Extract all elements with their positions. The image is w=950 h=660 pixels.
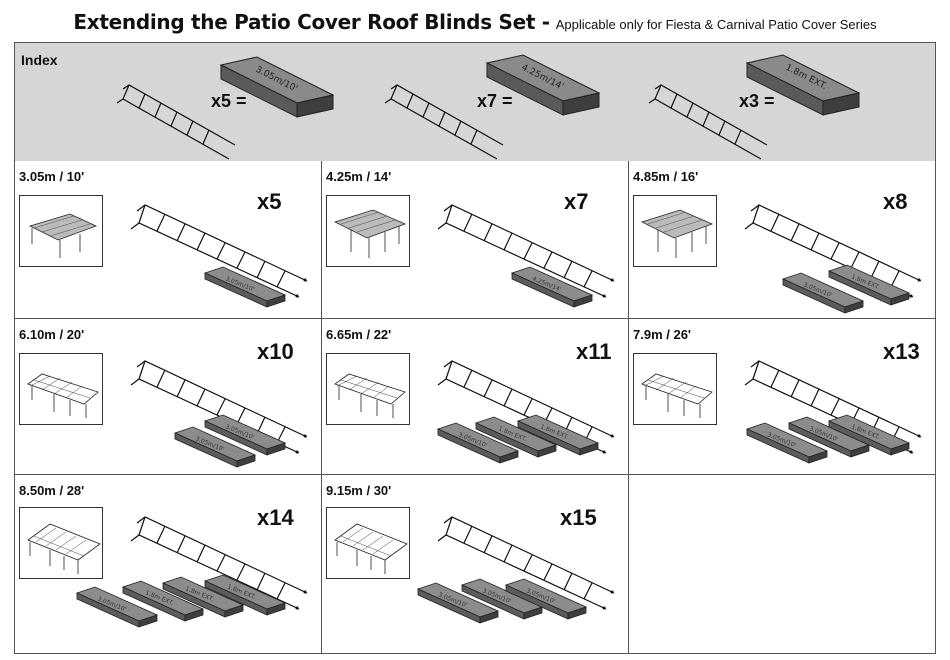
- size-label: 6.10m / 20': [19, 327, 85, 342]
- beam-icon: 3.05m/10': [782, 272, 864, 314]
- beam-icon: 3.05m/10': [204, 266, 286, 308]
- title-main: Extending the Patio Cover Roof Blinds Se…: [73, 10, 550, 34]
- index-multiplier: x5 =: [211, 91, 247, 111]
- patio-thumbnail: [19, 353, 103, 425]
- multiplier: x14: [257, 505, 294, 530]
- size-label: 6.65m / 22': [326, 327, 392, 342]
- multiplier: x8: [883, 189, 908, 214]
- patio-thumbnail: [19, 507, 103, 579]
- beam-icon: 3.05m/10': [204, 414, 286, 456]
- title-subtitle: Applicable only for Fiesta & Carnival Pa…: [555, 17, 877, 32]
- patio-thumbnail: [19, 195, 103, 267]
- beam-icon: 3.05m/10': [505, 578, 587, 620]
- size-cell: 6.65m / 22' x11 3.05m/10' 1.8m EXT. 1.8m…: [322, 319, 629, 475]
- beam-icon: 3.05m/10': [76, 586, 158, 628]
- beam-icon: 3.05m/10': [788, 416, 870, 458]
- size-cell: 7.9m / 26' x13 3.05m/10' 3.05m/10' 1.8m …: [629, 319, 935, 475]
- beam-icon: 4.25m/14': [511, 266, 593, 308]
- index-multiplier: x3 =: [739, 91, 775, 111]
- patio-thumbnail: [633, 353, 717, 425]
- multiplier: x7: [564, 189, 589, 214]
- patio-thumbnail: [633, 195, 717, 267]
- beam-icon: 3.05m/10': [746, 422, 828, 464]
- size-cell: 3.05m / 10' x5 3.05m/10': [15, 161, 322, 319]
- patio-thumbnail: [326, 195, 410, 267]
- beam-icon: 1.8m EXT.: [517, 414, 599, 456]
- multiplier: x15: [560, 505, 597, 530]
- multiplier: x5: [257, 189, 282, 214]
- size-cell: 4.85m / 16' x8 3.05m/10' 1.8m EXT.: [629, 161, 935, 319]
- index-beam-icon: 3.05m/10': [219, 56, 335, 118]
- patio-thumbnail: [326, 507, 410, 579]
- size-label: 9.15m / 30': [326, 483, 392, 498]
- size-label: 7.9m / 26': [633, 327, 692, 342]
- multiplier: x11: [576, 339, 612, 364]
- index-label: Index: [21, 52, 58, 68]
- beam-icon: 3.05m/10': [174, 426, 256, 468]
- multiplier: x10: [257, 339, 294, 364]
- size-label: 3.05m / 10': [19, 169, 85, 184]
- beam-icon: 1.8m EXT.: [162, 576, 244, 618]
- size-label: 4.25m / 14': [326, 169, 392, 184]
- size-label: 4.85m / 16': [633, 169, 699, 184]
- size-cell: 6.10m / 20' x10 3.05m/10' 3.05m/10': [15, 319, 322, 475]
- beam-icon: 1.8m EXT.: [828, 264, 910, 306]
- page-title: Extending the Patio Cover Roof Blinds Se…: [0, 10, 950, 34]
- beam-icon: 3.05m/10': [437, 422, 519, 464]
- beam-icon: 1.8m EXT.: [122, 580, 204, 622]
- index-beam-icon: 1.8m EXT.: [745, 54, 861, 116]
- multiplier: x13: [883, 339, 920, 364]
- index-beam-icon: 4.25m/14': [485, 54, 601, 116]
- index-panel: Index x5 = 3.05m/10' x7 = 4.25m/14' x3 =: [15, 43, 935, 162]
- empty-cell: [629, 475, 935, 653]
- beam-icon: 3.05m/10': [417, 582, 499, 624]
- index-multiplier: x7 =: [477, 91, 513, 111]
- beam-icon: 1.8m EXT.: [475, 416, 557, 458]
- size-label: 8.50m / 28': [19, 483, 85, 498]
- size-cell: 8.50m / 28' x14 3.05m/10' 1.8m EXT. 1.8m…: [15, 475, 322, 653]
- patio-thumbnail: [326, 353, 410, 425]
- beam-icon: 3.05m/10': [461, 578, 543, 620]
- beam-icon: 1.8m EXT.: [204, 574, 286, 616]
- blinds-grid: Index x5 = 3.05m/10' x7 = 4.25m/14' x3 =: [14, 42, 936, 654]
- size-cell: 4.25m / 14' x7 4.25m/14': [322, 161, 629, 319]
- beam-icon: 1.8m EXT.: [828, 414, 910, 456]
- size-cell: 9.15m / 30' x15 3.05m/10' 3.05m/10' 3.05…: [322, 475, 629, 653]
